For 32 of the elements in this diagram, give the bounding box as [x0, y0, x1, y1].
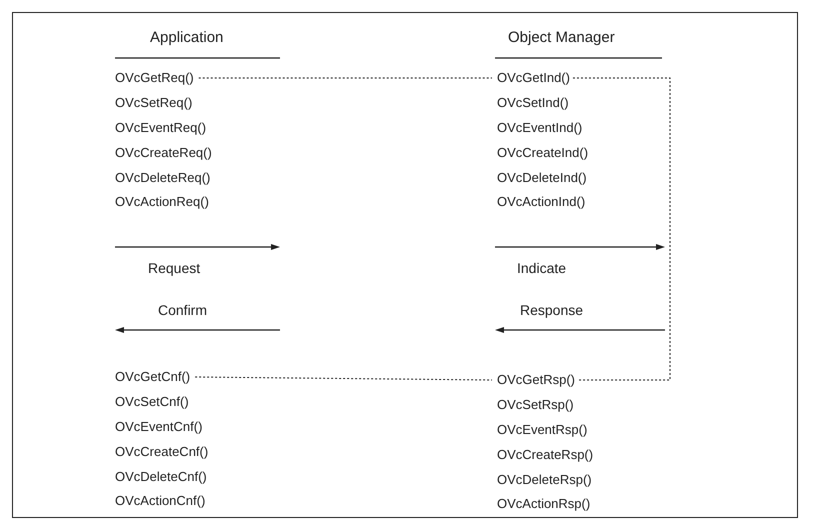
function-name: OVcDeleteInd() [497, 170, 587, 186]
function-name: OVcGetCnf() [115, 369, 190, 385]
function-name: OVcDeleteRsp() [497, 472, 592, 488]
function-name: OVcEventInd() [497, 120, 582, 136]
function-name: OVcCreateRsp() [497, 447, 594, 463]
function-name: OVcEventCnf() [115, 419, 202, 435]
function-name: OVcSetReq() [115, 95, 192, 111]
function-name: OVcSetCnf() [115, 394, 189, 410]
heading: Object Manager [508, 30, 615, 46]
function-name: OVcActionReq() [115, 194, 209, 210]
function-name: OVcGetRsp() [497, 372, 576, 388]
function-name: OVcDeleteReq() [115, 170, 210, 186]
direction-label: Response [520, 302, 584, 318]
function-name: OVcActionCnf() [115, 493, 206, 509]
function-name: OVcActionInd() [497, 194, 586, 210]
function-name: OVcGetInd() [497, 70, 570, 86]
direction-label: Request [148, 260, 200, 276]
connector-line [194, 376, 492, 380]
function-name: OVcEventReq() [115, 120, 206, 136]
function-name: OVcGetReq() [115, 70, 194, 86]
heading: Application [150, 30, 224, 46]
connector-line [572, 78, 671, 380]
function-name: OVcCreateReq() [115, 145, 212, 161]
function-name: OVcActionRsp() [497, 496, 590, 512]
function-name: OVcEventRsp() [497, 422, 588, 438]
function-name: OVcSetRsp() [497, 397, 574, 413]
function-name: OVcSetInd() [497, 95, 569, 111]
function-name: OVcDeleteCnf() [115, 469, 207, 485]
direction-label: Confirm [158, 302, 208, 318]
function-name: OVcCreateCnf() [115, 444, 208, 460]
direction-label: Indicate [517, 260, 566, 276]
function-name: OVcCreateInd() [497, 145, 588, 161]
